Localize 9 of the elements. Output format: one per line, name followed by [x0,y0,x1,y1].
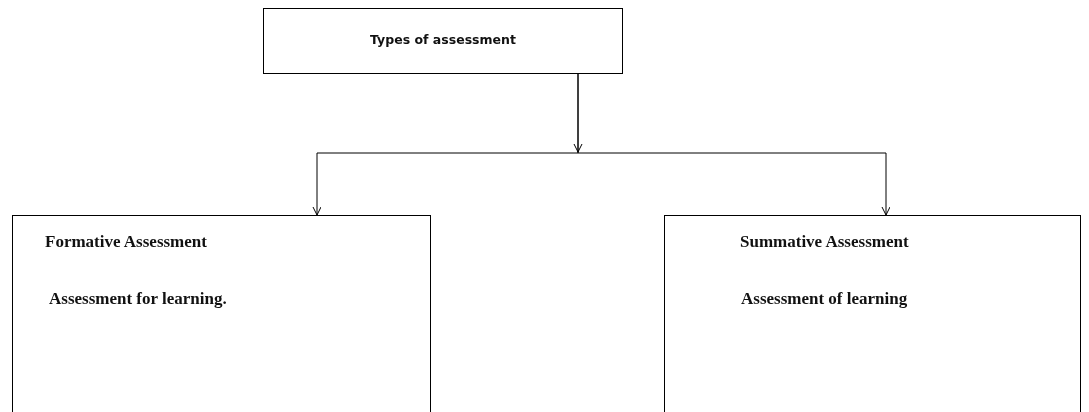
box-subtitle: Assessment of learning [741,289,908,309]
box-title: Summative Assessment [740,232,909,252]
box-title: Formative Assessment [45,232,207,252]
heading-box [263,8,623,74]
category-box [12,215,431,412]
connector-arrow [577,72,891,216]
box-subtitle: Assessment for learning. [49,289,227,309]
box-title: Types of assessment [369,32,517,47]
category-box [664,215,1081,412]
